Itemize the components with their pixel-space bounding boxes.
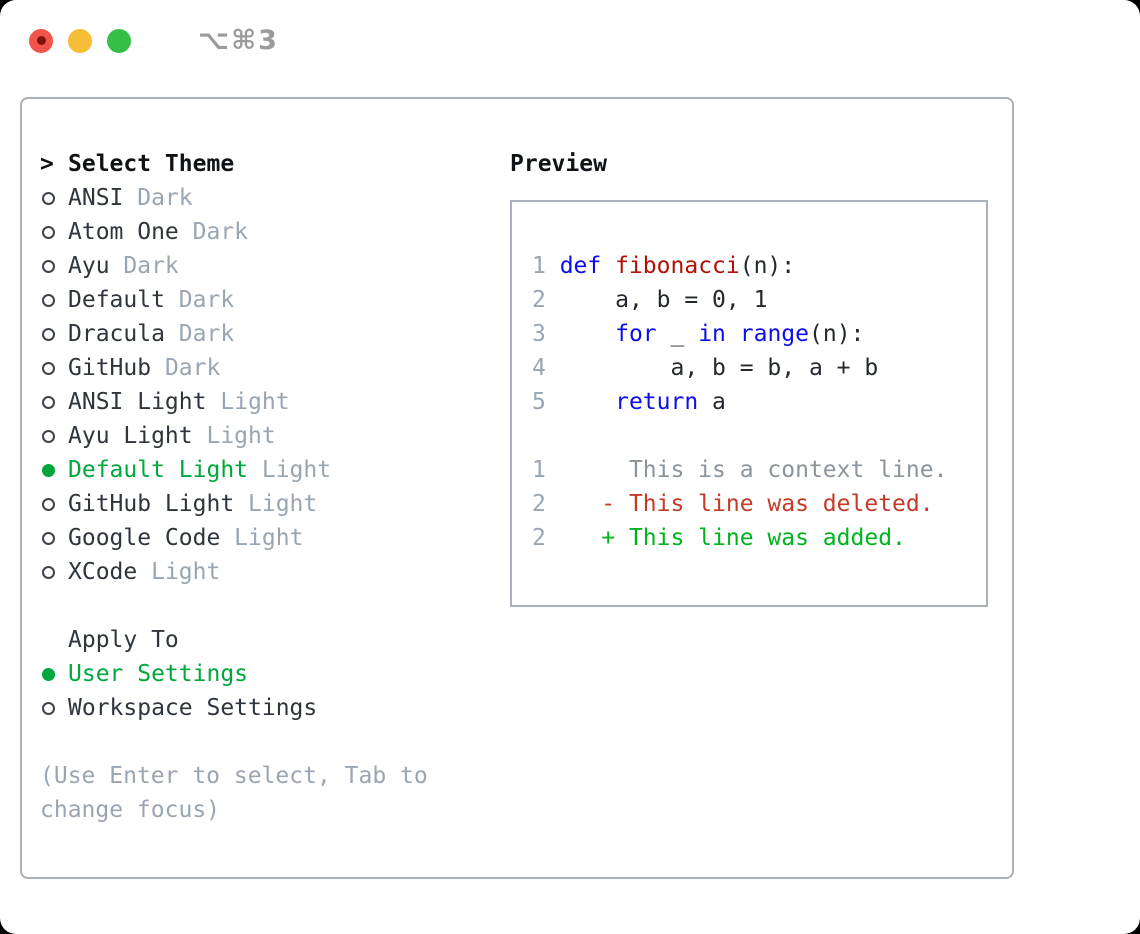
theme-option[interactable]: ANSI Dark <box>40 181 510 215</box>
radio-icon <box>40 531 68 545</box>
theme-option[interactable]: XCode Light <box>40 555 510 589</box>
option-label: ANSI <box>68 185 124 211</box>
minimize-button[interactable] <box>68 28 92 53</box>
radio-icon <box>40 701 68 715</box>
theme-variant-label: Dark <box>123 185 193 211</box>
radio-icon <box>40 565 68 579</box>
theme-variant-label: Light <box>137 559 221 585</box>
theme-variant-label: Dark <box>164 321 235 347</box>
apply-to-title: Apply To <box>68 627 179 653</box>
option-label: Workspace Settings <box>68 695 318 721</box>
radio-icon <box>40 259 68 273</box>
select-theme-title: Select Theme <box>68 151 235 177</box>
theme-variant-label: Light <box>234 491 318 517</box>
apply-to-header: Apply To <box>40 623 510 657</box>
theme-option[interactable]: Atom One Dark <box>40 215 510 249</box>
radio-icon <box>40 225 68 239</box>
radio-icon <box>40 191 68 205</box>
keyboard-hint: (Use Enter to select, Tab to change focu… <box>40 763 428 823</box>
option-label: Google Code <box>68 525 221 551</box>
radio-icon <box>40 429 68 443</box>
theme-variant-label: Dark <box>178 219 249 245</box>
select-theme-header: > Select Theme <box>40 147 510 181</box>
code-line: 3 for _ in range(n): <box>532 321 865 347</box>
theme-option[interactable]: Default Light Light <box>40 453 510 487</box>
radio-selected-icon <box>40 463 68 477</box>
option-label: Default <box>68 287 165 313</box>
code-line: 1 This is a context line. <box>532 457 948 483</box>
window-shortcut-label: ⌥⌘3 <box>198 25 279 56</box>
zoom-button[interactable] <box>107 28 131 53</box>
option-label: Default Light <box>68 457 249 483</box>
theme-option[interactable]: Dracula Dark <box>40 317 510 351</box>
option-label: Atom One <box>68 219 179 245</box>
option-label: XCode <box>68 559 138 585</box>
radio-icon <box>40 497 68 511</box>
titlebar: ⌥⌘3 <box>29 25 279 56</box>
apply-to-option[interactable]: Workspace Settings <box>40 691 510 725</box>
apply-to-option[interactable]: User Settings <box>40 657 510 691</box>
radio-selected-icon <box>40 667 68 681</box>
theme-variant-label: Light <box>248 457 332 483</box>
theme-option[interactable]: Ayu Light Light <box>40 419 510 453</box>
option-label: ANSI Light <box>68 389 207 415</box>
code-line: 2 + This line was added. <box>532 525 906 551</box>
theme-option[interactable]: Ayu Dark <box>40 249 510 283</box>
theme-variant-label: Dark <box>151 355 221 381</box>
preview-column: Preview 1 def fibonacci(n): 2 a, b = 0, 1… <box>510 147 1012 877</box>
theme-option[interactable]: Google Code Light <box>40 521 510 555</box>
code-line <box>532 419 986 453</box>
code-line: 2 - This line was deleted. <box>532 491 934 517</box>
option-label: Ayu <box>68 253 110 279</box>
code-line: 2 a, b = 0, 1 <box>532 287 768 313</box>
theme-option[interactable]: GitHub Light Light <box>40 487 510 521</box>
option-label: Dracula <box>68 321 165 347</box>
theme-option[interactable]: GitHub Dark <box>40 351 510 385</box>
radio-icon <box>40 327 68 341</box>
radio-icon <box>40 293 68 307</box>
prompt-icon: > <box>40 151 54 177</box>
preview-title: Preview <box>510 151 607 177</box>
theme-variant-label: Light <box>206 389 290 415</box>
theme-variant-label: Light <box>192 423 276 449</box>
radio-icon <box>40 361 68 375</box>
theme-option[interactable]: Default Dark <box>40 283 510 317</box>
option-label: Ayu Light <box>68 423 193 449</box>
code-line: 5 return a <box>532 389 726 415</box>
code-line: 1 def fibonacci(n): <box>532 253 796 279</box>
theme-variant-label: Dark <box>109 253 179 279</box>
option-label: GitHub <box>68 355 152 381</box>
close-dot-icon <box>36 36 46 45</box>
preview-box: 1 def fibonacci(n): 2 a, b = 0, 1 3 for _ … <box>510 200 988 607</box>
option-label: User Settings <box>68 661 249 687</box>
option-label: GitHub Light <box>68 491 235 517</box>
theme-variant-label: Light <box>220 525 304 551</box>
close-button[interactable] <box>29 28 53 53</box>
theme-option[interactable]: ANSI Light Light <box>40 385 510 419</box>
code-line: 4 a, b = b, a + b <box>532 355 879 381</box>
theme-variant-label: Dark <box>164 287 235 313</box>
radio-icon <box>40 395 68 409</box>
